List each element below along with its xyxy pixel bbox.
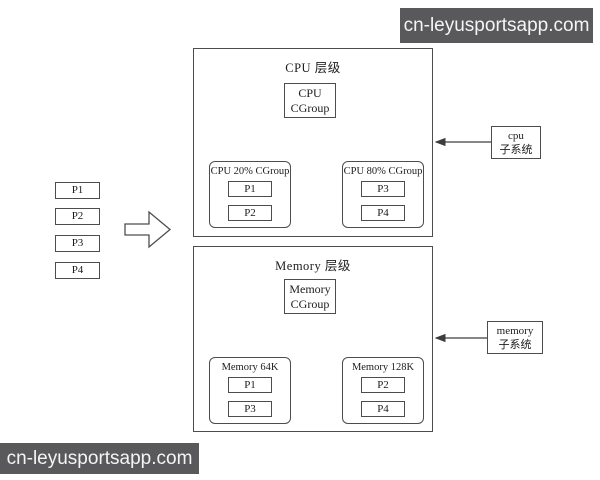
process-box-p2: P2 [55,208,100,225]
cpu-20-cgroup-box: CPU 20% CGroup P1 P2 [209,161,291,228]
memory-cgroup-root-line2: CGroup [290,296,330,311]
memory-subsystem-box: memory 子系统 [487,321,543,354]
memory-cgroup-root-line1: Memory [289,282,331,296]
memory-64k-process-p1: P1 [228,377,272,393]
process-box-p4: P4 [55,262,100,279]
cpu-80-process-p4: P4 [361,205,405,221]
cpu-80-cgroup-label: CPU 80% CGroup [343,166,423,177]
process-box-p1: P1 [55,182,100,199]
memory-128k-process-p4: P4 [361,401,405,417]
cpu-subsystem-line2: 子系统 [499,143,533,156]
cpu-20-process-p2: P2 [228,205,272,221]
cpu-80-cgroup-box: CPU 80% CGroup P3 P4 [342,161,424,228]
memory-hierarchy-title: Memory 层级 [275,259,351,273]
memory-64k-process-p3: P3 [228,401,272,417]
cpu-cgroup-root-line2: CGroup [290,100,330,115]
memory-64k-label: Memory 64K [221,362,279,373]
memory-128k-box: Memory 128K P2 P4 [342,357,424,424]
memory-subsystem-line1: memory [496,324,534,337]
watermark-bottom: cn-leyusportsapp.com [0,443,199,474]
process-box-p3: P3 [55,235,100,252]
cpu-80-process-p3: P3 [361,181,405,197]
cpu-hierarchy-title: CPU 层级 [285,61,341,75]
cpu-20-process-p1: P1 [228,181,272,197]
cpu-subsystem-box: cpu 子系统 [491,126,541,159]
cpu-subsystem-line1: cpu [508,129,524,142]
memory-64k-box: Memory 64K P1 P3 [209,357,291,424]
watermark-top: cn-leyusportsapp.com [400,8,593,43]
memory-cgroup-root-box: Memory CGroup [284,279,336,314]
memory-128k-process-p2: P2 [361,377,405,393]
cpu-cgroup-root-line1: CPU [298,86,322,100]
process-flow-block-arrow-icon [124,210,172,249]
cpu-cgroup-root-box: CPU CGroup [284,83,336,118]
memory-subsystem-line2: 子系统 [498,338,532,351]
cpu-20-cgroup-label: CPU 20% CGroup [210,166,290,177]
memory-128k-label: Memory 128K [351,362,415,373]
